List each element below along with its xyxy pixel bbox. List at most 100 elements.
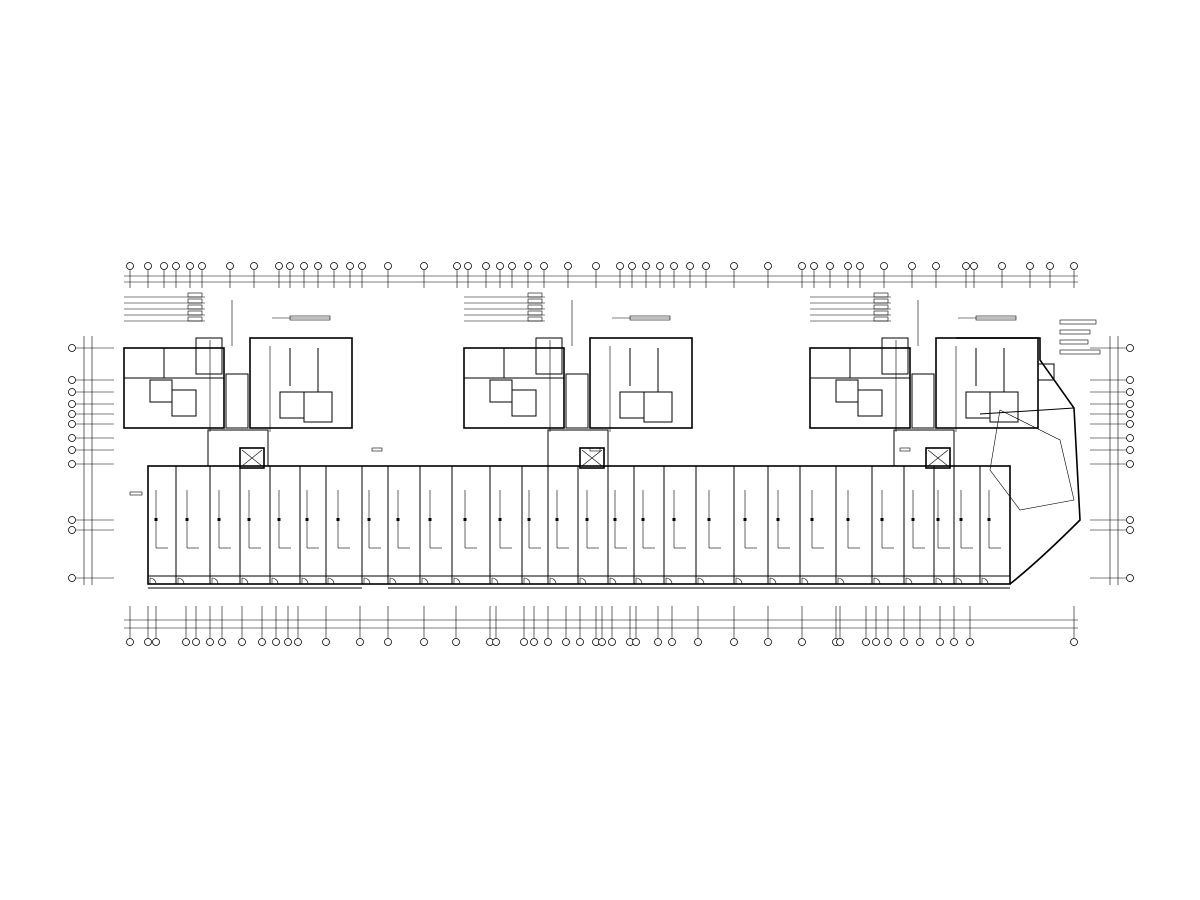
schedule-cell	[873, 298, 889, 304]
kitchen	[171, 389, 197, 417]
schedule-cell	[873, 292, 889, 298]
grid-bubble-top	[1046, 262, 1054, 270]
grid-bubble-bottom	[1070, 638, 1078, 646]
dimension-lines	[76, 270, 1126, 638]
grid-bubble-top	[420, 262, 428, 270]
grid-bubble-top	[1070, 262, 1078, 270]
light-fixture	[959, 518, 963, 521]
grid-bubble-bottom	[836, 638, 844, 646]
grid-bubble-left	[68, 376, 76, 384]
schedule-cell	[527, 298, 543, 304]
grid-bubble-left	[68, 460, 76, 468]
grid-bubble-top	[642, 262, 650, 270]
door-swing	[981, 577, 989, 585]
unit-outline-east	[589, 337, 693, 429]
grid-bubble-top	[198, 262, 206, 270]
elevator-shaft	[239, 447, 265, 469]
wing-room	[1037, 363, 1055, 381]
annotation-notes	[124, 292, 1101, 496]
stair-room	[195, 337, 223, 375]
grid-bubble-bottom	[238, 638, 246, 646]
door-swing	[549, 577, 557, 585]
apartment-unit	[463, 337, 693, 469]
grid-bubble-bottom	[608, 638, 616, 646]
schedule-cell	[187, 310, 203, 316]
light-fixture	[707, 518, 711, 521]
grid-bubble-bottom	[182, 638, 190, 646]
storage-block-outline	[147, 465, 1011, 585]
grid-bubble-top	[826, 262, 834, 270]
grid-bubble-left	[68, 420, 76, 428]
wing-circuit-loop	[989, 409, 1075, 511]
electrical-wiring	[154, 300, 1075, 549]
door-swing	[327, 577, 335, 585]
grid-bubble-top	[1026, 262, 1034, 270]
corridor	[565, 373, 589, 429]
grid-bubble-top	[496, 262, 504, 270]
light-fixture	[367, 518, 371, 521]
light-fixture	[154, 518, 158, 521]
building-walls	[123, 337, 1081, 589]
note-label	[289, 315, 331, 321]
grid-bubble-bottom	[206, 638, 214, 646]
corridor-tag	[899, 447, 911, 452]
grid-bubble-top	[250, 262, 258, 270]
light-fixture	[880, 518, 884, 521]
grid-bubble-bottom	[798, 638, 806, 646]
bathroom	[835, 379, 859, 403]
grid-bubble-bottom	[694, 638, 702, 646]
grid-bubble-top	[540, 262, 548, 270]
corridor-tag	[371, 447, 383, 452]
grid-bubble-left	[68, 446, 76, 454]
corridor	[911, 373, 935, 429]
grid-bubble-bottom	[452, 638, 460, 646]
grid-bubble-right	[1126, 420, 1134, 428]
grid-bubble-right	[1126, 388, 1134, 396]
schedule-cell	[873, 304, 889, 310]
light-fixture	[810, 518, 814, 521]
light-fixture	[641, 518, 645, 521]
schedule-cell	[873, 316, 889, 322]
light-fixture	[911, 518, 915, 521]
light-fixture	[463, 518, 467, 521]
unit-outline-west	[123, 347, 225, 429]
grid-bubble-left	[68, 434, 76, 442]
corridor	[225, 373, 249, 429]
door-swing	[271, 577, 279, 585]
light-fixture	[498, 518, 502, 521]
grid-bubble-top	[564, 262, 572, 270]
grid-bubble-right	[1126, 410, 1134, 418]
door-swing	[301, 577, 309, 585]
elevator-cross	[581, 449, 603, 467]
schedule-cell	[187, 292, 203, 298]
grid-bubble-bottom	[192, 638, 200, 646]
light-fixture	[305, 518, 309, 521]
grid-bubble-bottom	[668, 638, 676, 646]
grid-bubble-top	[628, 262, 636, 270]
door-swing	[665, 577, 673, 585]
light-fixture	[527, 518, 531, 521]
grid-bubble-top	[670, 262, 678, 270]
door-swing	[955, 577, 963, 585]
grid-bubble-top	[962, 262, 970, 270]
note-label	[1059, 339, 1089, 345]
note-label	[1059, 349, 1101, 355]
grid-bubble-left	[68, 388, 76, 396]
grid-bubble-bottom	[936, 638, 944, 646]
grid-bubble-top	[160, 262, 168, 270]
door-swing	[801, 577, 809, 585]
note-label	[975, 315, 1017, 321]
grid-bubble-left	[68, 344, 76, 352]
kitchen	[279, 391, 305, 419]
grid-bubble-bottom	[272, 638, 280, 646]
light-fixture	[217, 518, 221, 521]
grid-bubble-top	[144, 262, 152, 270]
door-swing	[453, 577, 461, 585]
grid-bubble-top	[730, 262, 738, 270]
grid-bubble-top	[702, 262, 710, 270]
grid-bubble-bottom	[322, 638, 330, 646]
door-swing	[363, 577, 371, 585]
grid-bubble-left	[68, 400, 76, 408]
grid-bubble-top	[616, 262, 624, 270]
light-fixture	[776, 518, 780, 521]
